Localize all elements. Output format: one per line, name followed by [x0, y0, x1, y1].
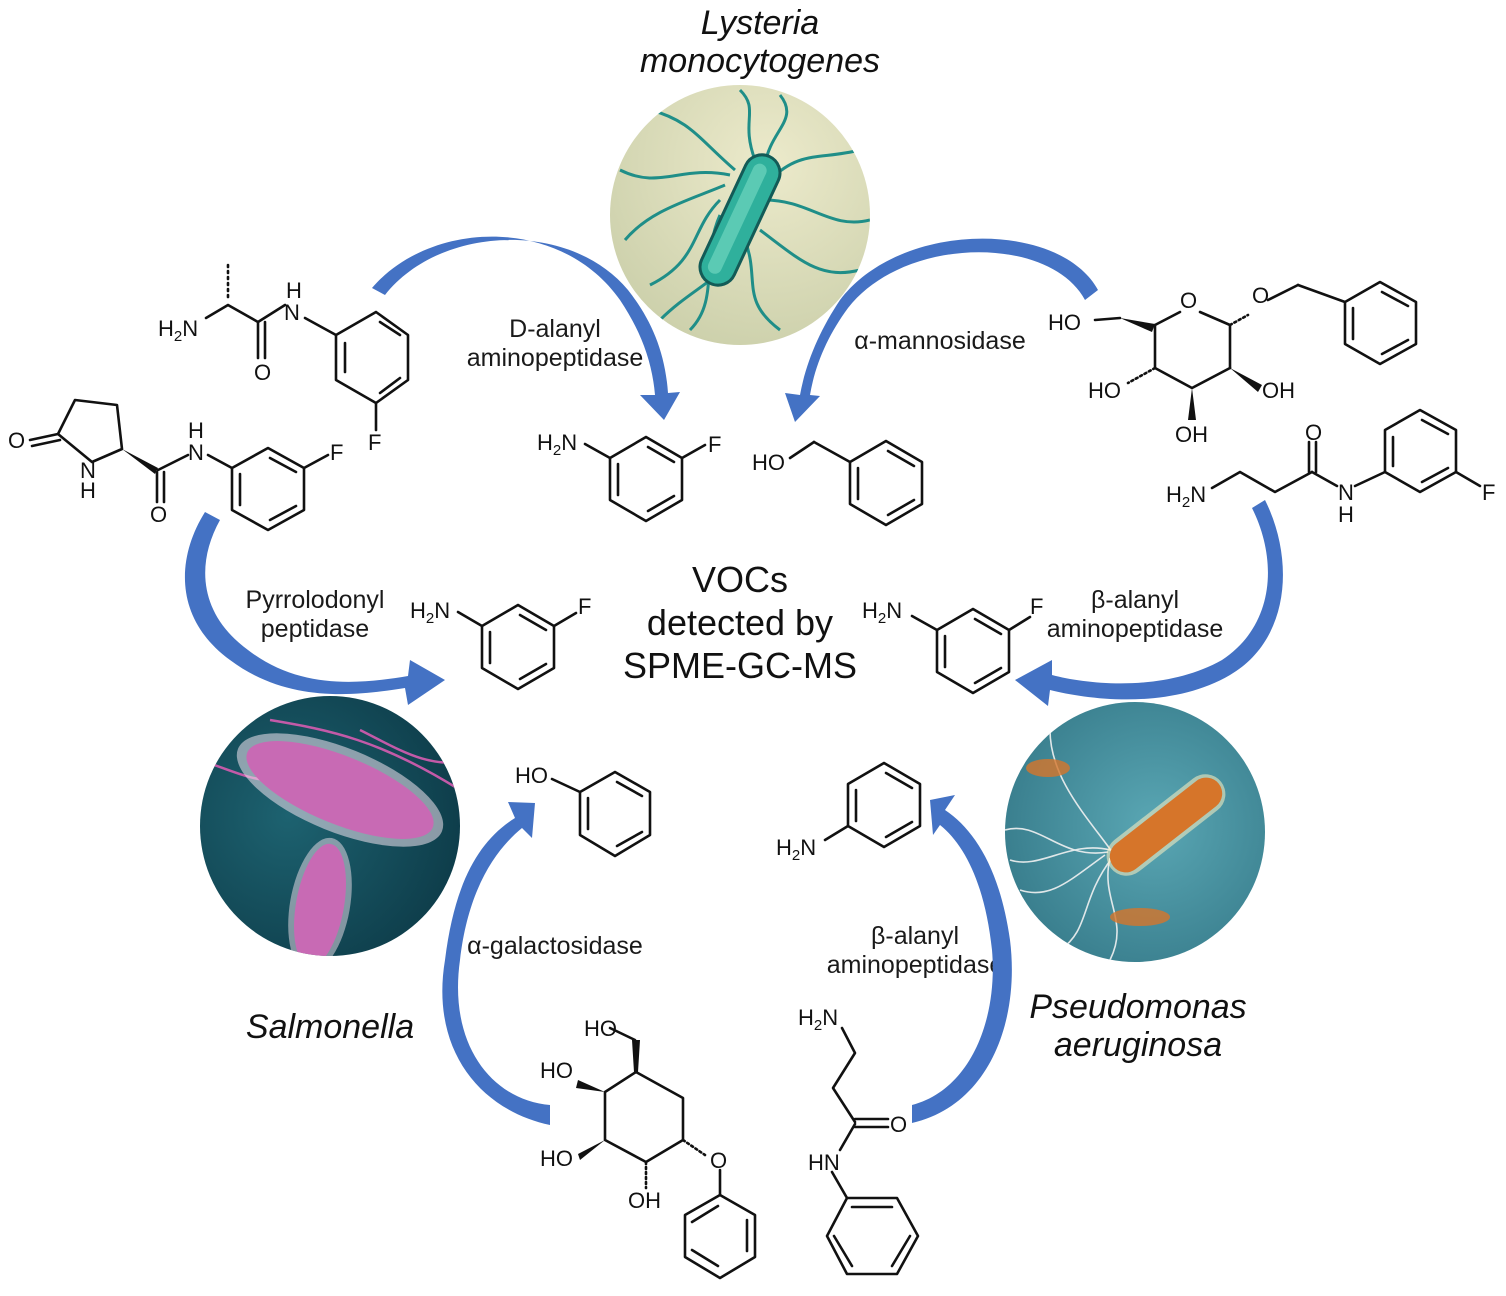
enzyme-label-line: aminopeptidase	[466, 344, 644, 372]
atom-label: F	[578, 594, 591, 619]
enzyme-label-mannosidase: α-mannosidase	[835, 327, 1045, 356]
atom-label: HN	[808, 1150, 840, 1175]
atom-label: HO	[1088, 378, 1121, 403]
listeria-bacterium-image	[610, 85, 870, 345]
atom-label: H2N	[798, 1005, 838, 1034]
atom-label: O	[1305, 420, 1322, 445]
arrow-pyrrolidonyl	[184, 512, 445, 705]
enzyme-label-d-alanyl: D-alanyl aminopeptidase	[455, 315, 655, 373]
arrow-galactosidase	[442, 802, 550, 1125]
atom-label: F	[368, 430, 381, 455]
molecule-beta-alanyl-anilide: H2N O HN	[798, 1005, 920, 1276]
atom-label: H	[1338, 502, 1354, 527]
atom-label: O	[8, 428, 25, 453]
molecule-phenyl-alpha-galactoside: HO HO HO OH O	[540, 1016, 757, 1280]
species-name-line: Lysteria	[700, 4, 820, 42]
atom-label: N	[1338, 480, 1354, 505]
pseudomonas-cell	[1106, 774, 1226, 876]
atom-label: F	[708, 432, 721, 457]
salmonella-cell-small	[288, 837, 352, 956]
atom-label: F	[1030, 594, 1043, 619]
molecule-phenol: HO	[515, 763, 652, 858]
molecule-benzyl-alcohol: HO	[752, 439, 924, 527]
atom-label: H2N	[1166, 482, 1206, 511]
enzyme-label-line: aminopeptidase	[1046, 615, 1224, 643]
center-label-line: VOCs	[691, 559, 788, 600]
center-label: VOCs detected by SPME-GC-MS	[590, 558, 890, 687]
molecule-beta-alanyl-3-fluoroanilide: H2N O N H F	[1166, 408, 1495, 527]
atom-label: N	[80, 458, 96, 483]
atom-label: O	[1180, 288, 1197, 313]
center-label-line: detected by	[646, 602, 834, 643]
listeria-cell	[698, 153, 782, 287]
enzyme-label-line: α-mannosidase	[854, 327, 1026, 355]
atom-label: OH	[1262, 378, 1295, 403]
atom-label: H2N	[862, 598, 902, 627]
species-label-salmonella: Salmonella	[230, 1008, 430, 1046]
enzyme-label-beta-alanyl-right: β-alanyl aminopeptidase	[1020, 586, 1250, 644]
species-label-pseudomonas: Pseudomonas aeruginosa	[1008, 988, 1268, 1064]
atom-label: O	[254, 360, 271, 385]
enzyme-label-line: peptidase	[260, 615, 370, 643]
atom-label: OH	[1175, 422, 1208, 447]
atom-label: H	[80, 478, 96, 503]
enzyme-label-beta-alanyl-bottom: β-alanyl aminopeptidase	[800, 922, 1030, 980]
atom-label: HO	[584, 1016, 617, 1041]
species-label-listeria: Lysteria monocytogenes	[600, 4, 920, 80]
atom-label: O	[710, 1148, 727, 1173]
molecule-3-fluoroaniline-top: H2N F	[537, 430, 721, 523]
arrow-beta-alanyl-right	[1015, 500, 1283, 706]
salmonella-cell-large	[236, 733, 444, 847]
atom-label: O	[890, 1112, 907, 1137]
enzyme-label-line: Pyrrolodonyl	[245, 586, 385, 614]
molecule-aniline: H2N	[776, 761, 922, 864]
atom-label: F	[330, 440, 343, 465]
salmonella-bacterium-image	[200, 696, 460, 956]
molecule-benzyl-alpha-mannoside: HO O O HO OH OH	[1048, 280, 1418, 447]
molecule-3-fluoroaniline-right: H2N F	[862, 594, 1043, 695]
molecule-d-alanyl-3-fluoroanilide: H2N H N O F	[158, 263, 410, 455]
species-name-line: Pseudomonas	[1029, 988, 1247, 1026]
arrow-d-alanyl	[372, 236, 680, 420]
atom-label: OH	[628, 1188, 661, 1213]
atom-label: F	[1482, 480, 1495, 505]
atom-label: O	[150, 502, 167, 527]
enzyme-label-line: α-galactosidase	[467, 932, 643, 960]
atom-label: H	[188, 418, 204, 443]
atom-label: HO	[752, 450, 785, 475]
atom-label: HO	[515, 763, 548, 788]
enzyme-label-line: aminopeptidase	[826, 951, 1004, 979]
atom-label: HO	[540, 1058, 573, 1083]
center-label-line: SPME-GC-MS	[623, 645, 857, 686]
species-name-line: Salmonella	[245, 1008, 415, 1046]
atom-label: N	[284, 300, 300, 325]
species-name-line: aeruginosa	[1053, 1026, 1223, 1064]
arrow-mannosidase	[785, 238, 1098, 422]
atom-label: H2N	[776, 835, 816, 864]
reaction-arrows	[184, 236, 1283, 1125]
atom-label: H2N	[537, 430, 577, 459]
enzyme-label-line: β-alanyl	[1090, 586, 1180, 614]
molecule-3-fluoroaniline-left: H2N F	[410, 594, 591, 691]
atom-label: N	[188, 440, 204, 465]
atom-label: HO	[1048, 310, 1081, 335]
atom-label: O	[1252, 283, 1269, 308]
atom-label: H	[286, 278, 302, 303]
species-name-line: monocytogenes	[639, 42, 881, 80]
enzyme-label-galactosidase: α-galactosidase	[445, 932, 665, 961]
arrow-beta-alanyl-bottom	[912, 795, 1012, 1123]
atom-label: HO	[540, 1146, 573, 1171]
molecule-pyroglutamyl-3-fluoroanilide: O N H H N O F	[8, 398, 343, 532]
pseudomonas-bacterium-image	[1005, 702, 1265, 962]
atom-label: H2N	[410, 598, 450, 627]
enzyme-label-pyrrolidonyl: Pyrrolodonyl peptidase	[225, 586, 405, 644]
enzyme-label-line: β-alanyl	[870, 922, 960, 950]
atom-label: H2N	[158, 316, 198, 345]
enzyme-label-line: D-alanyl	[509, 315, 601, 343]
